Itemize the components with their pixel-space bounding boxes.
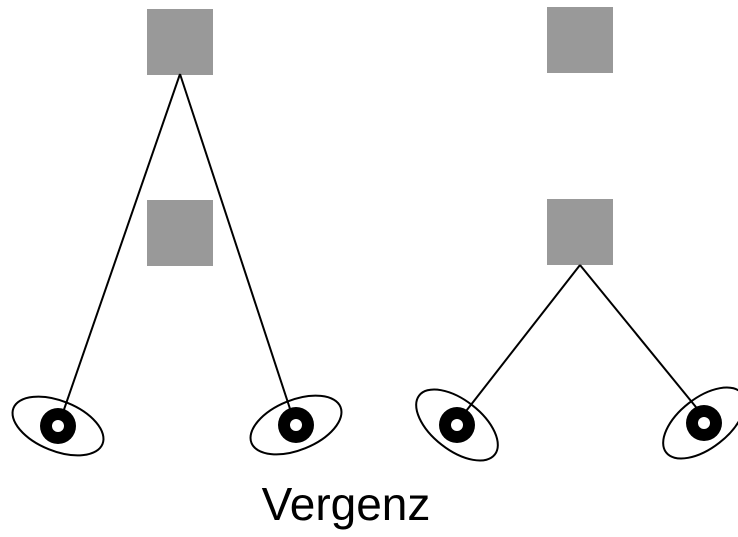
- right-eye-sight-line: [179, 73, 296, 425]
- panel-far-fixation: [11, 9, 343, 457]
- caption: Vergenz: [262, 478, 431, 530]
- left-eye-icon: [415, 388, 499, 462]
- left-eye-sight-line: [58, 73, 181, 425]
- panel-near-fixation: [415, 7, 738, 462]
- left-eye-sight-line: [462, 264, 581, 416]
- right-eye-sight-line: [579, 264, 701, 413]
- left-eye-icon: [11, 395, 105, 457]
- right-eye-icon: [249, 394, 343, 456]
- near-target-square: [147, 200, 213, 266]
- far-target-square: [547, 7, 613, 73]
- right-eye-icon: [662, 386, 738, 460]
- far-target-square: [147, 9, 213, 75]
- near-target-square: [547, 199, 613, 265]
